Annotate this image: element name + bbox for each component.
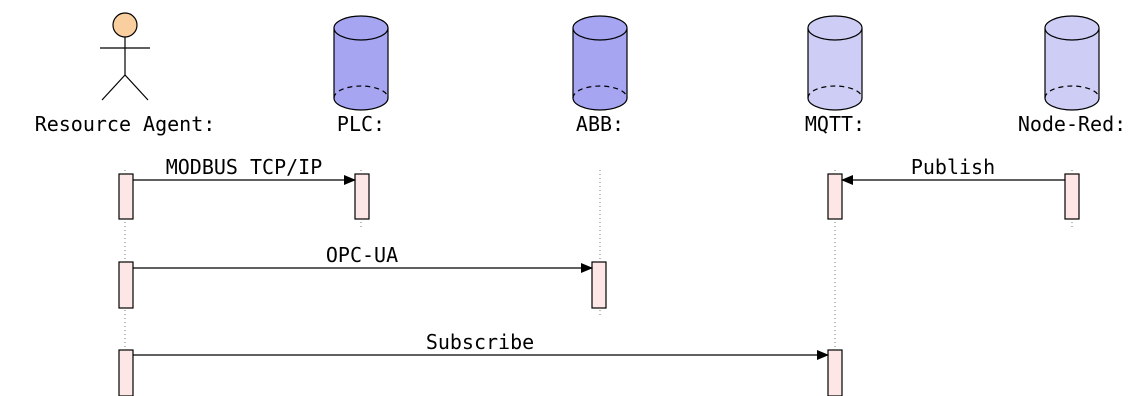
resource-agent-actor-icon [100,12,150,101]
activation-resource-agent-2 [118,261,134,309]
activation-mqtt-2 [827,349,843,396]
abb-database-icon [572,15,628,111]
activation-resource-agent-3 [118,349,134,396]
participant-label-resource-agent: Resource Agent: [35,112,216,136]
activation-plc [354,173,370,220]
participant-label-node-red: Node-Red: [1018,112,1126,136]
activation-resource-agent-1 [118,173,134,220]
node-red-database-icon [1044,15,1100,111]
participant-label-mqtt: MQTT: [805,112,865,136]
participant-label-plc: PLC: [337,112,385,136]
message-label-subscribe: Subscribe [426,330,534,354]
message-label-modbus: MODBUS TCP/IP [166,155,323,179]
activation-mqtt-1 [827,173,843,220]
message-label-opc-ua: OPC-UA [326,243,398,267]
plc-database-icon [333,15,389,111]
activation-node-red [1064,173,1080,220]
participant-label-abb: ABB: [576,112,624,136]
message-label-publish: Publish [911,155,995,179]
mqtt-database-icon [807,15,863,111]
activation-abb [591,261,607,309]
